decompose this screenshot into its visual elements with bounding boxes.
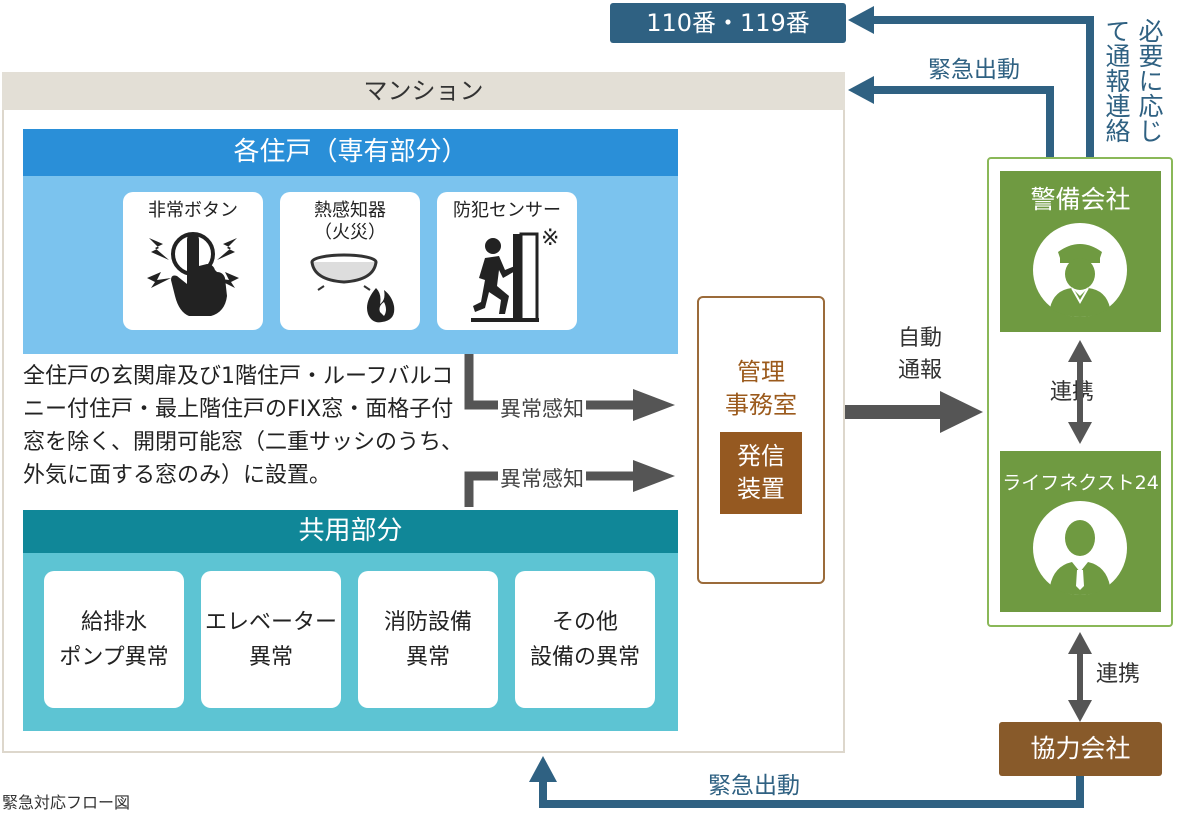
security-company-title: 警備会社 — [1030, 185, 1131, 214]
lifenext-title: ライフネクスト24 — [1002, 472, 1159, 494]
operator-person-icon — [1033, 501, 1127, 595]
device-label: 防犯センサー — [453, 200, 561, 221]
common-item-other: その他 設備の異常 — [515, 571, 655, 708]
partner-company: 協力会社 — [999, 722, 1162, 776]
mansion-title: マンション — [2, 72, 845, 110]
transmitter-device: 発信 装置 — [720, 432, 802, 514]
renkei-arrow-upper — [1068, 340, 1092, 444]
detect-arrowhead-common — [633, 460, 675, 492]
emergency-dispatch-label-bottom: 緊急出動 — [708, 773, 800, 799]
heat-detector-icon — [310, 253, 395, 323]
figure-caption: 緊急対応フロー図 — [2, 793, 131, 812]
installation-note: 全住戸の玄関扉及び1階住戸・ルーフバルコニー付住戸・最上階住戸のFIX窓・面格子… — [23, 364, 464, 488]
common-item-pump: 給排水 ポンプ異常 — [44, 571, 184, 708]
dispatch-arrow-bottom — [539, 776, 1084, 808]
device-card-emergency-button: 非常ボタン — [123, 192, 263, 330]
emergency-button-icon — [147, 232, 239, 316]
device-label: 熱感知器 （火災） — [314, 200, 386, 243]
device-label: 非常ボタン — [148, 200, 238, 221]
private-area-title: 各住戸（専有部分） — [23, 129, 678, 176]
detect-arrowhead-private — [633, 389, 675, 421]
police-fire-box: 110番・119番 — [610, 3, 846, 43]
dispatch-arrow-top — [870, 86, 1054, 157]
management-office-title: 管理 事務室 — [725, 358, 797, 419]
auto-report-label: 自動 通報 — [897, 326, 942, 383]
device-card-heat-detector: 熱感知器 （火災） — [280, 192, 420, 330]
contact-arrowhead-police — [848, 6, 874, 34]
common-item-elevator: エレベーター 異常 — [201, 571, 341, 708]
renkei-label-upper: 連携 — [1050, 374, 1095, 406]
auto-report-arrow — [845, 391, 983, 433]
common-item-fire: 消防設備 異常 — [358, 571, 498, 708]
emergency-dispatch-label-top: 緊急出動 — [928, 57, 1020, 83]
detect-label-common: 異常感知 — [498, 463, 586, 493]
device-card-security-sensor: 防犯センサー ※ — [437, 192, 577, 330]
dispatch-arrowhead-bottom — [529, 756, 557, 782]
detect-label-private: 異常感知 — [498, 393, 586, 423]
contact-note: 必要に応じて通報連絡 — [1102, 18, 1164, 143]
contact-arrow-police — [870, 16, 1094, 157]
security-guard-icon — [1033, 223, 1127, 317]
dispatch-arrowhead-top — [848, 76, 874, 104]
renkei-label-lower: 連携 — [1096, 656, 1141, 688]
common-area-title: 共用部分 — [23, 510, 678, 553]
renkei-arrow-lower — [1068, 632, 1092, 722]
security-sensor-icon — [471, 232, 539, 322]
note-mark: ※ — [541, 226, 560, 251]
